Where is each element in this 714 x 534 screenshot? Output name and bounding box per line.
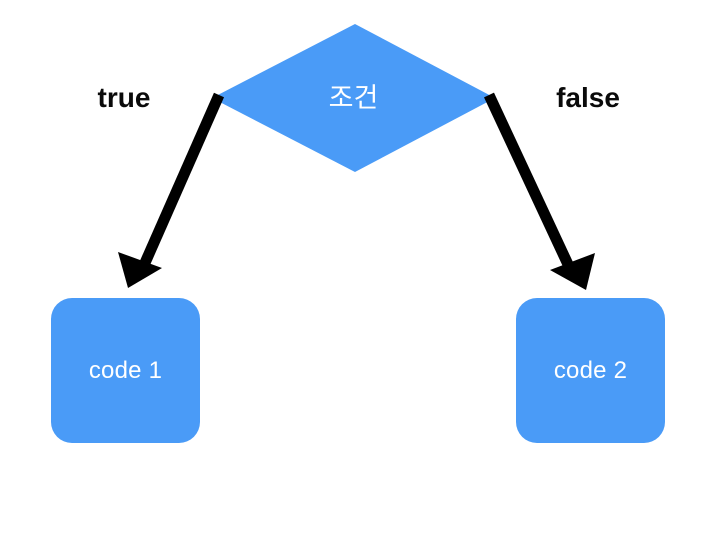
node-code-1[interactable]: code 1 [51, 298, 200, 443]
arrow-false-branch [484, 92, 595, 290]
branch-label-true: true [97, 82, 151, 113]
node-code-2[interactable]: code 2 [516, 298, 665, 443]
arrow-true-head [118, 252, 162, 288]
node-code-2-label: code 2 [553, 356, 628, 384]
arrow-true-line [135, 92, 225, 275]
branch-label-false: false [556, 82, 620, 113]
arrow-true-branch [118, 92, 225, 288]
condition-label: 조건 [328, 83, 379, 113]
arrow-false-line [484, 92, 577, 276]
arrow-false-head [550, 253, 595, 290]
condition-diamond-shape[interactable] [212, 24, 495, 172]
node-code-1-label: code 1 [88, 356, 163, 384]
